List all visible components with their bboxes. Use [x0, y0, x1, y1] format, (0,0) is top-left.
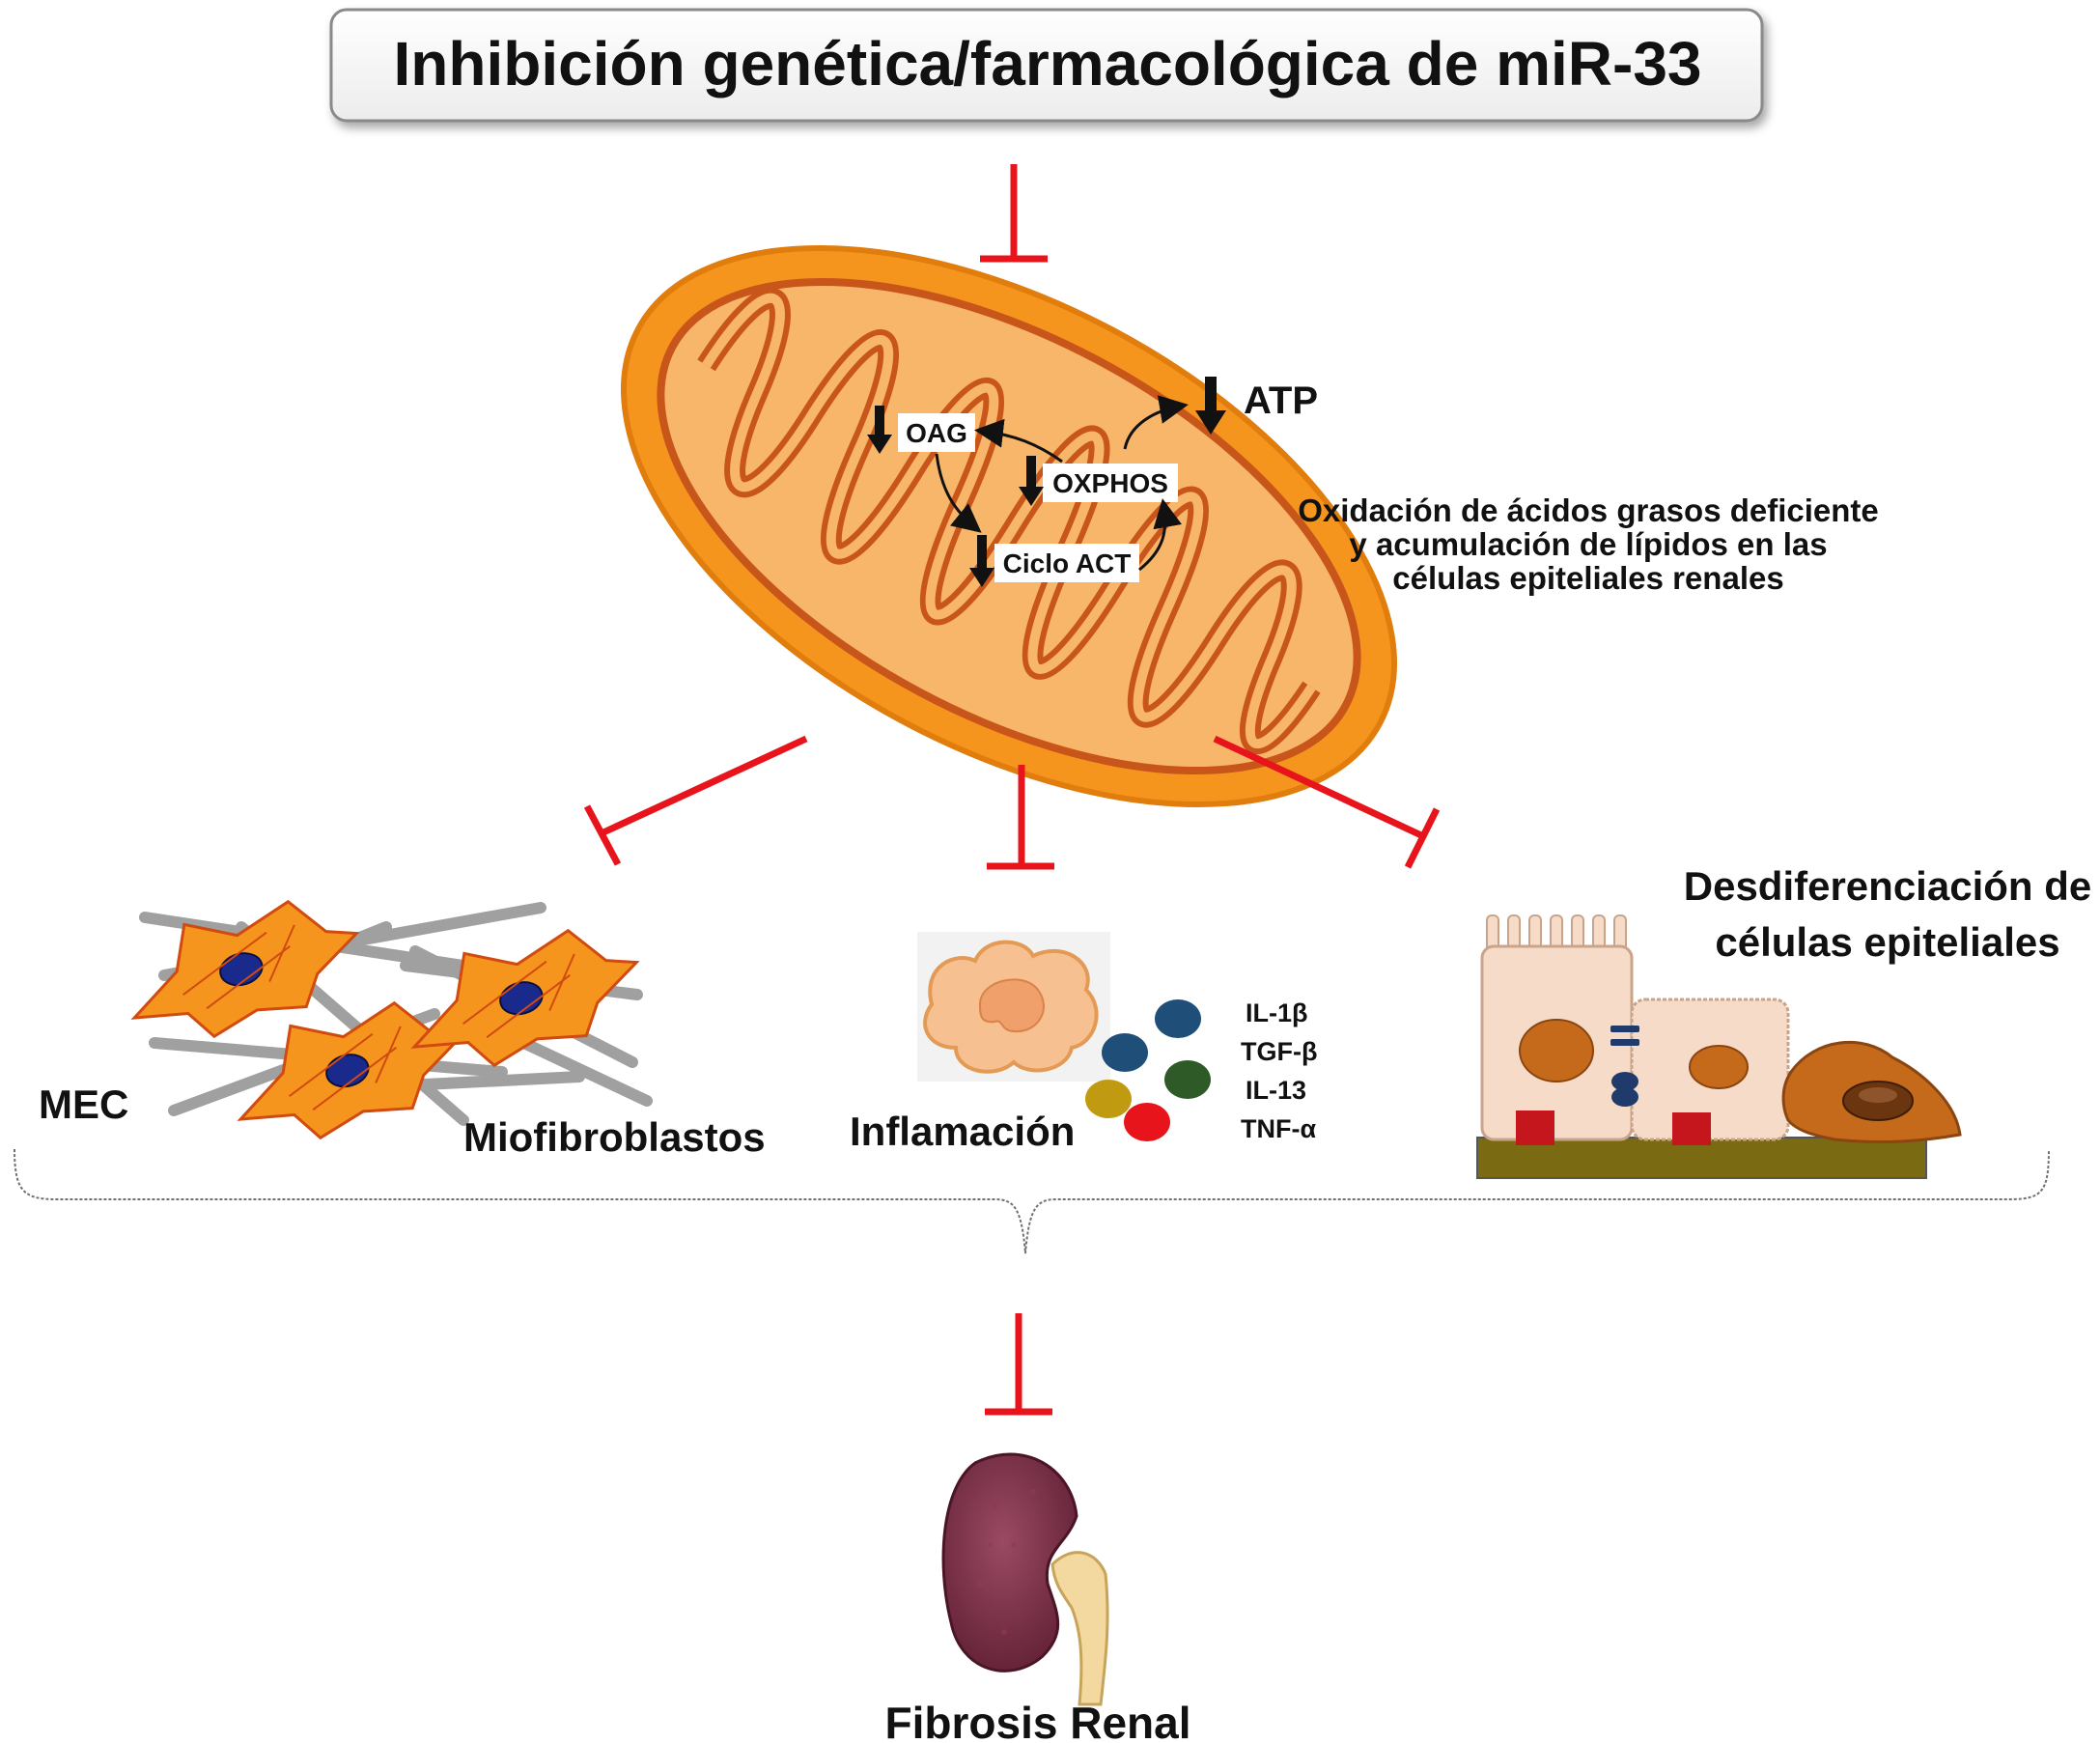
- oxphos-group: OXPHOS: [1019, 456, 1178, 506]
- atp-label: ATP: [1244, 380, 1318, 422]
- cytokine-label: IL-1β: [1246, 998, 1307, 1027]
- cytokine-dot: [1085, 1080, 1132, 1118]
- macrophage-illustration: [917, 932, 1110, 1082]
- fatty-acid-text: Oxidación de ácidos grasos deficiente y …: [1298, 492, 1879, 596]
- down-arrow-icon: [1019, 456, 1044, 506]
- cytokine-dot: [1102, 1033, 1148, 1072]
- mitochondrion: [621, 244, 1397, 808]
- title-box: Inhibición genética/farmacológica de miR…: [329, 8, 1764, 123]
- inflamacion-label: Inflamación: [850, 1109, 1075, 1154]
- oag-group: OAG: [867, 406, 975, 454]
- nucleus: [1519, 1019, 1594, 1082]
- desdiferenciacion-line-2: células epiteliales: [1715, 919, 2059, 965]
- cytokine-dot: [1124, 1103, 1170, 1141]
- junction-icon: [1610, 1026, 1639, 1107]
- cytokine-dots: [1085, 999, 1211, 1141]
- cytokine-label: TNF-α: [1241, 1114, 1316, 1143]
- down-arrow-icon: [969, 535, 994, 587]
- inhibition-center: [987, 765, 1054, 870]
- ciclo-act-label: Ciclo ACT: [1003, 548, 1132, 578]
- cytokine-label: IL-13: [1246, 1076, 1306, 1105]
- fatty-acid-line-3: células epiteliales renales: [1392, 560, 1783, 596]
- adhesion-square: [1672, 1112, 1711, 1145]
- kidney-illustration: [941, 1452, 1109, 1706]
- down-arrow-icon: [867, 406, 892, 454]
- miofibroblastos-label: Miofibroblastos: [463, 1114, 766, 1160]
- epithelial-illustration: [1476, 914, 1962, 1179]
- cycle-arrows: [935, 395, 1189, 572]
- inhibition-bottom: [985, 1313, 1052, 1416]
- cytokine-dot: [1155, 999, 1201, 1038]
- cytokine-dot: [1164, 1060, 1211, 1099]
- grouping-brace: [14, 1148, 2050, 1254]
- oag-label: OAG: [906, 418, 967, 448]
- atp-group: ATP: [1195, 377, 1318, 435]
- mec-label: MEC: [39, 1082, 128, 1127]
- fatty-acid-line-2: y acumulación de lípidos en las: [1349, 526, 1827, 562]
- desdiferenciacion-line-1: Desdiferenciación de: [1684, 863, 2091, 909]
- down-arrow-icon: [1195, 377, 1226, 435]
- title: Inhibición genética/farmacológica de miR…: [394, 29, 1702, 98]
- cytokine-label: TGF-β: [1241, 1037, 1317, 1066]
- fatty-acid-line-1: Oxidación de ácidos grasos deficiente: [1298, 492, 1879, 528]
- oxphos-label: OXPHOS: [1052, 468, 1168, 498]
- inhibition-top: [980, 164, 1048, 263]
- myofibroblast-illustration: [130, 899, 653, 1140]
- cytokine-list: IL-1β TGF-β IL-13 TNF-α: [1241, 998, 1317, 1143]
- inhibition-right: [1213, 735, 1441, 869]
- myofibroblast-cell: [410, 928, 640, 1068]
- nucleus: [1689, 1045, 1749, 1089]
- myofibroblast-cell: [130, 899, 360, 1039]
- adhesion-square: [1516, 1110, 1554, 1145]
- ciclo-act-group: Ciclo ACT: [969, 535, 1139, 587]
- inhibition-left: [583, 735, 808, 866]
- outcome-label: Fibrosis Renal: [885, 1698, 1191, 1743]
